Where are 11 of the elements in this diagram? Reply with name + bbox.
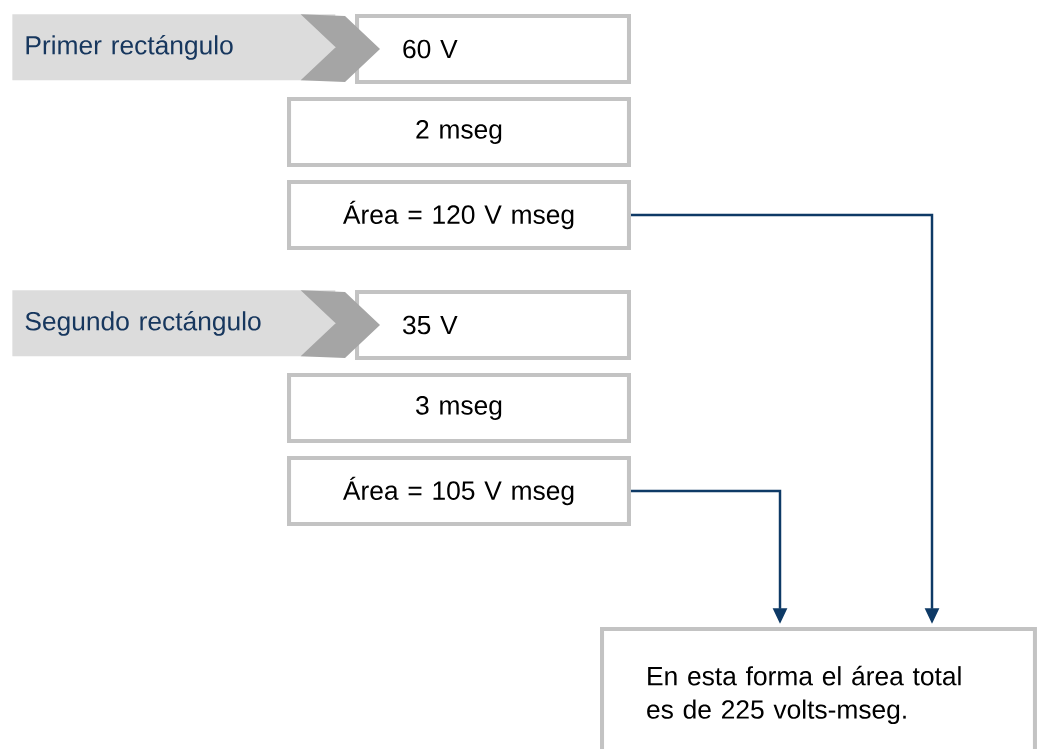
result-box: En esta forma el área total es de 225 volts-mseg.: [600, 627, 1037, 749]
value-box: 35 V: [355, 290, 631, 360]
value-box: Área = 105 V mseg: [287, 456, 631, 526]
value-box: 3 mseg: [287, 373, 631, 443]
value-box: 2 mseg: [287, 97, 631, 167]
label-band: Primer rectángulo: [12, 14, 336, 81]
chevron-arrow: [300, 290, 380, 358]
value-box: 60 V: [355, 14, 631, 84]
value-box: Área = 120 V mseg: [287, 180, 631, 250]
chevron-arrow: [300, 14, 380, 82]
label-band: Segundo rectángulo: [12, 290, 336, 357]
